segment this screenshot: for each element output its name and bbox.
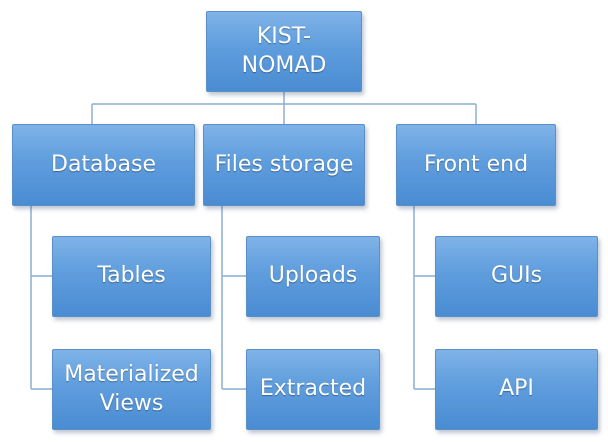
node-uploads-label: Uploads [268, 263, 358, 289]
node-materialized-views: Materialized Views [52, 349, 211, 430]
node-front-end-label: Front end [423, 151, 529, 177]
node-database-label: Database [51, 151, 156, 177]
node-api-label: API [499, 376, 534, 402]
node-extracted-label: Extracted [259, 376, 367, 402]
node-uploads: Uploads [246, 236, 380, 317]
node-root: KIST- NOMAD [206, 11, 362, 92]
node-guis: GUIs [435, 236, 598, 317]
node-extracted: Extracted [246, 349, 380, 430]
node-materialized-views-label: Materialized Views [64, 362, 199, 416]
node-front-end: Front end [396, 124, 556, 206]
node-files-storage-label: Files storage [214, 151, 354, 177]
node-tables: Tables [52, 236, 211, 317]
node-database: Database [12, 124, 195, 206]
node-api: API [435, 349, 598, 430]
node-guis-label: GUIs [490, 263, 543, 289]
node-tables-label: Tables [97, 263, 166, 289]
node-root-label: KIST- NOMAD [241, 24, 327, 78]
node-files-storage: Files storage [203, 124, 365, 206]
